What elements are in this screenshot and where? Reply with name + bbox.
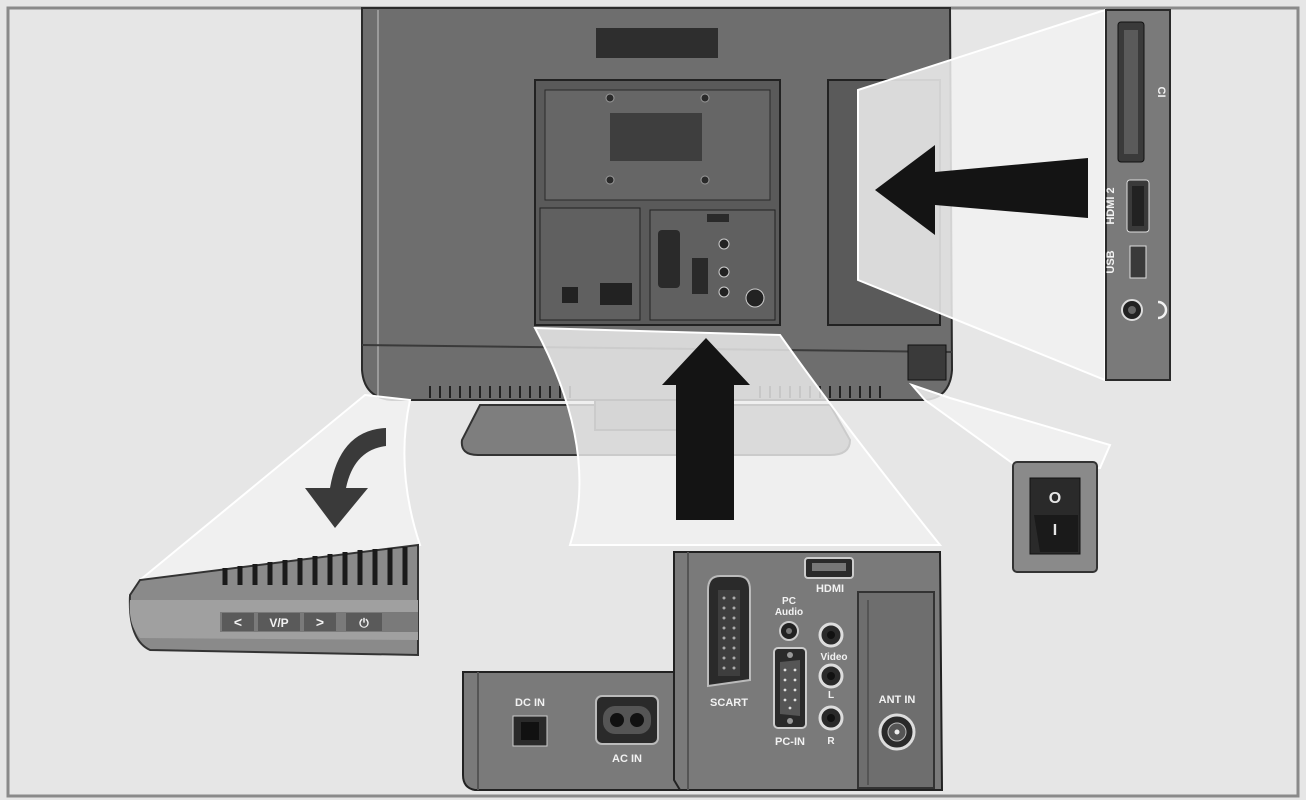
pc-in-screw — [787, 718, 793, 724]
headphones-icon — [1157, 300, 1168, 320]
mini-ac-socket — [600, 283, 632, 305]
front-control-panel: < V/P > ⏻ — [128, 543, 419, 657]
pc-audio-jack-center — [786, 628, 792, 634]
pc-in-screw — [787, 652, 793, 658]
power-button — [346, 613, 382, 631]
power-switch-closeup: O I — [1012, 461, 1098, 573]
mini-rca — [718, 238, 730, 250]
mini-vga — [692, 258, 708, 294]
vesa-hole — [700, 175, 710, 185]
hdmi-port-inner — [812, 563, 846, 571]
mini-power-section — [539, 207, 641, 321]
pc-audio-label-line1: PC — [782, 596, 796, 607]
pc-in-label: PC-IN — [775, 736, 805, 748]
vp-button — [258, 613, 300, 631]
pc-in-pin-dots — [783, 668, 797, 710]
mini-rca — [718, 286, 730, 298]
hdmi2-label: HDMI 2 — [1105, 187, 1117, 224]
left-arrow-icon — [875, 145, 1088, 235]
audio-l-label: L — [828, 690, 834, 701]
dc-in-label: DC IN — [515, 697, 545, 709]
headphone-jack-center — [1128, 306, 1136, 314]
callout-fan-switch — [908, 382, 1112, 470]
ac-in-pin — [610, 713, 624, 727]
ci-slot-inner — [1124, 30, 1138, 154]
power-switch-pressed-half — [1034, 515, 1078, 552]
down-curved-arrow-icon — [305, 428, 386, 528]
left-button — [222, 613, 254, 631]
ac-in-label: AC IN — [612, 753, 642, 765]
dc-in-socket-inner — [521, 722, 539, 740]
ac-in-pin — [630, 713, 644, 727]
tv-handle-slot — [596, 28, 718, 58]
up-arrow-icon — [662, 338, 750, 520]
rear-connector-panel: DC IN AC IN SCART HDMI PC Audio — [462, 551, 944, 791]
control-panel-vents — [222, 547, 408, 585]
power-switch-off-label: O — [1049, 490, 1061, 507]
power-icon: ⏻ — [359, 616, 369, 630]
mini-dc-socket — [562, 287, 578, 303]
ci-label: CI — [1155, 87, 1167, 98]
power-switch-on-label: I — [1053, 522, 1057, 539]
mini-ant — [745, 288, 765, 308]
vp-button-label: V/P — [269, 616, 288, 630]
callout-fan-bottom — [533, 326, 943, 546]
mini-rca — [718, 266, 730, 278]
video-label: Video — [820, 652, 847, 663]
hdmi2-port-inner — [1132, 186, 1144, 226]
right-button — [304, 613, 336, 631]
ant-recess — [857, 591, 935, 789]
vesa-hole — [605, 93, 615, 103]
pc-audio-label-line2: Audio — [775, 607, 803, 618]
audio-r-jack-center — [827, 714, 835, 722]
usb-port — [1129, 245, 1147, 279]
right-button-label: > — [316, 614, 324, 630]
mini-scart — [658, 230, 680, 288]
callout-fan-controls — [127, 393, 422, 597]
pc-in-port-inner — [780, 660, 800, 716]
scart-pin-dots — [722, 596, 736, 670]
side-connector-panel: CI HDMI 2 USB — [1105, 9, 1171, 381]
vesa-hole — [700, 93, 710, 103]
usb-label: USB — [1105, 250, 1117, 273]
ant-in-label: ANT IN — [879, 694, 916, 706]
vesa-hole — [605, 175, 615, 185]
audio-r-label: R — [827, 736, 835, 747]
ant-in-socket-center — [894, 729, 900, 735]
mini-hdmi — [707, 214, 729, 222]
audio-l-jack-center — [827, 672, 835, 680]
mini-power-switch — [907, 344, 947, 381]
ac-in-socket-inner — [603, 706, 651, 734]
scart-pins — [718, 590, 740, 676]
vesa-label-area — [610, 113, 702, 161]
hdmi-label: HDMI — [816, 583, 844, 595]
scart-label: SCART — [710, 697, 748, 709]
video-jack-center — [827, 631, 835, 639]
left-button-label: < — [234, 614, 242, 630]
